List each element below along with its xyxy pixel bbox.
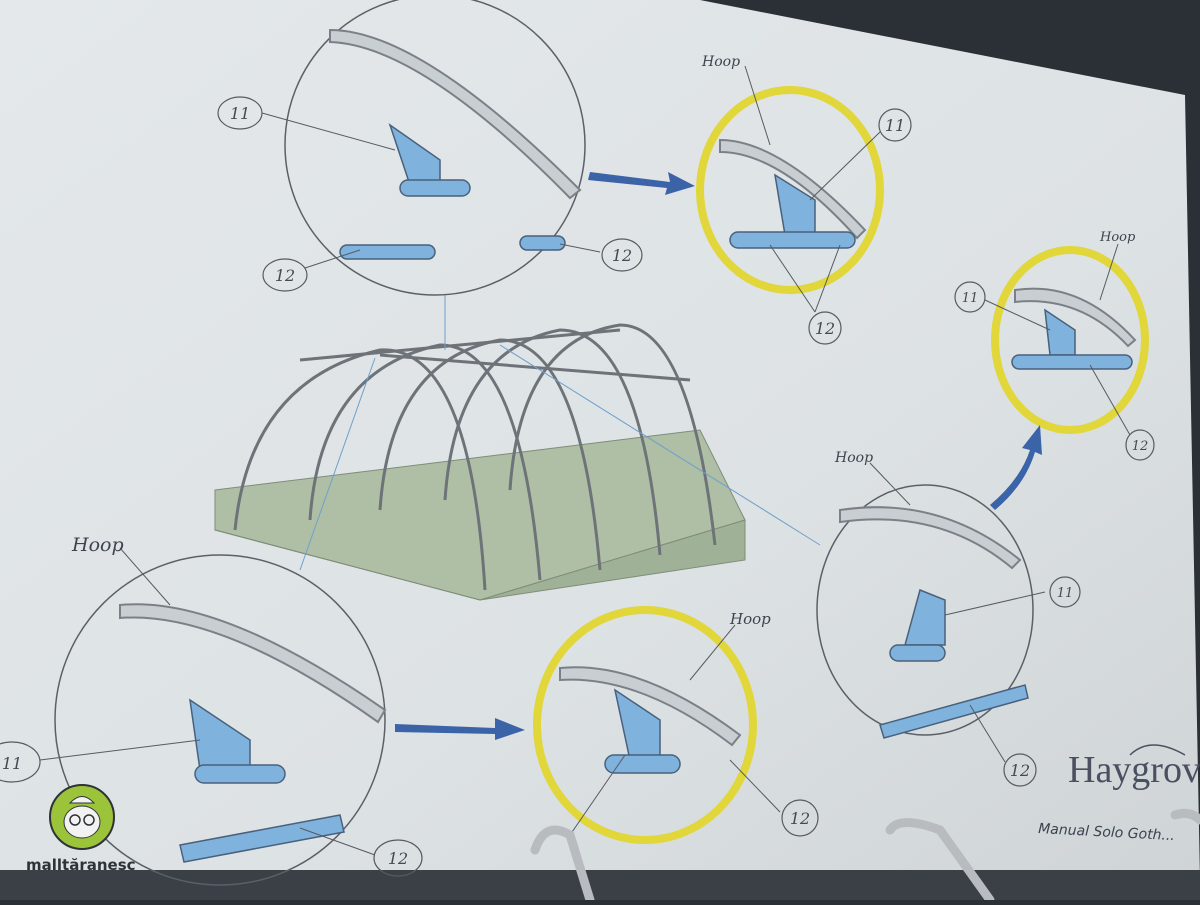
table-surface [0, 870, 1200, 900]
hoop-label: Hoop [1099, 230, 1136, 245]
hoop-label: Hoop [729, 610, 771, 628]
part-label-11: 11 [2, 754, 22, 773]
direction-arrows [395, 172, 1042, 740]
highlight-ring-top [696, 86, 884, 294]
part-label-12: 12 [1132, 439, 1149, 454]
part-label-12: 12 [275, 266, 295, 285]
watermark-text: malltăranesc [26, 856, 136, 874]
binder-rings [530, 808, 1200, 905]
part-label-12: 12 [1010, 761, 1030, 780]
part-label-11: 11 [885, 116, 905, 135]
detail-circle-top [284, 0, 586, 296]
paper-sheet [0, 0, 1200, 880]
detail-circle-right [816, 484, 1034, 736]
detail-circle-bottom-left [54, 554, 386, 886]
highlight-ring-bottom [533, 606, 757, 844]
watermark-logo: malltăranesc [26, 784, 136, 874]
greenhouse-frame-illustration [214, 323, 746, 601]
bracket-parts [179, 123, 1133, 863]
manual-title: Manual Solo Goth... [1038, 821, 1175, 844]
part-label-11: 11 [1057, 586, 1074, 601]
haygrove-logo: Haygrove [1068, 749, 1200, 791]
part-label-11: 11 [230, 104, 250, 123]
part-label-12: 12 [612, 246, 632, 265]
hoop-label: Hoop [834, 450, 873, 466]
part-label-12: 12 [815, 319, 835, 338]
part-label-11: 11 [962, 291, 979, 306]
part-label-12: 12 [388, 849, 408, 868]
highlight-ring-right [991, 246, 1149, 434]
part-label-12: 12 [790, 809, 810, 828]
hoop-label: Hoop [71, 534, 124, 556]
hoop-label: Hoop [701, 54, 740, 70]
